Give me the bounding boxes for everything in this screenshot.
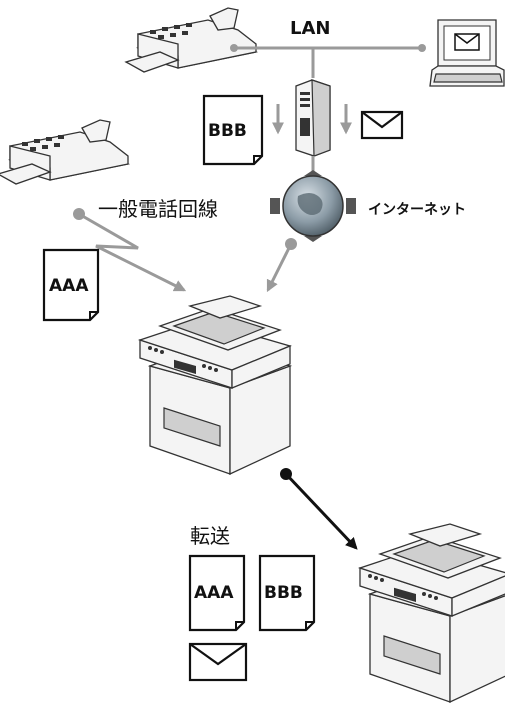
multifunction-printer-icon-main [139,295,291,475]
document-icon-aaa-forwarded: AAA [188,554,246,632]
lan-label: LAN [290,18,330,39]
multifunction-printer-icon-destination [359,523,505,703]
forward-arrow [284,472,358,550]
forward-label: 転送 [190,524,230,548]
phone-line-label: 一般電話回線 [98,197,218,221]
internet-label: インターネット [368,202,466,218]
mail-envelope-icon-top [360,110,404,140]
document-icon-bbb-forwarded: BBB [258,554,316,632]
fax-machine-icon-left [0,119,129,185]
document-icon-bbb-top: BBB [202,94,264,166]
internet-connector [266,243,293,293]
phone-line-connector [78,212,187,292]
fax-machine-icon-top [125,7,257,73]
server-tower-icon [295,79,331,157]
document-icon-aaa-left: AAA [42,248,100,322]
laptop-icon [429,19,505,87]
forwarded-a-label: AAA [194,583,234,603]
doc-b-label: BBB [208,121,247,141]
globe-icon [270,170,356,242]
forwarded-b-label: BBB [264,583,303,603]
mail-envelope-icon-forwarded [188,642,248,682]
doc-a-label: AAA [49,276,89,296]
